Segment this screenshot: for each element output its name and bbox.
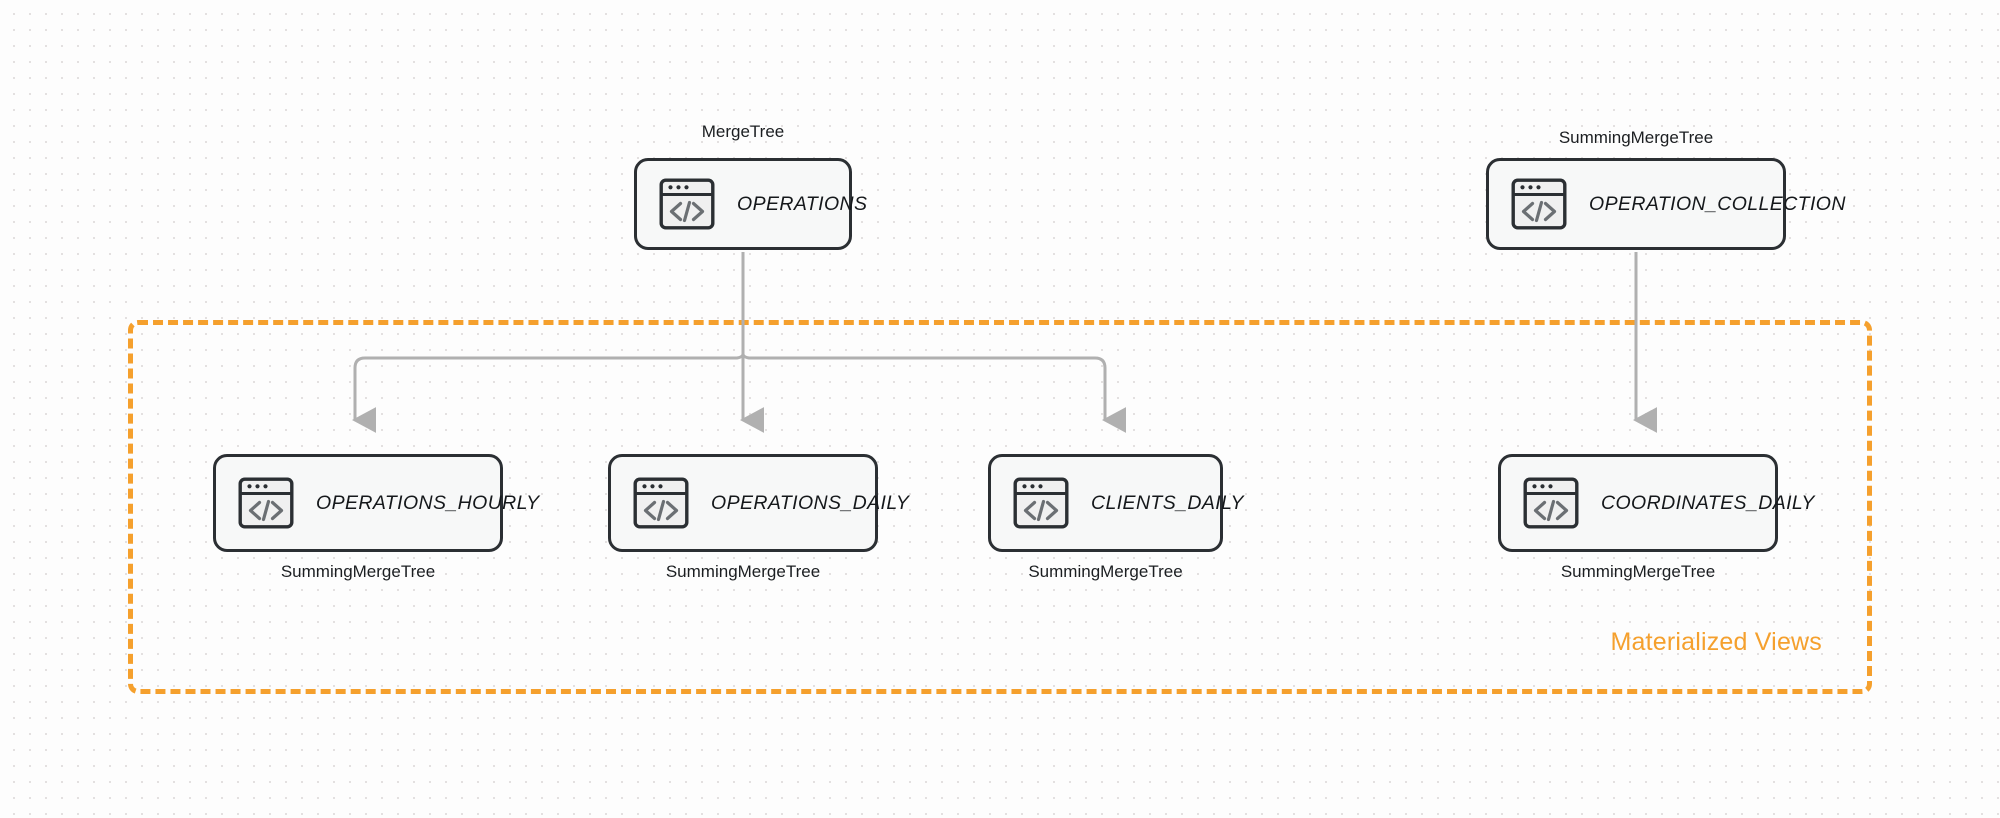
code-window-icon bbox=[238, 477, 294, 529]
node-label-operations: OPERATIONS bbox=[737, 192, 868, 215]
node-operations-daily[interactable]: OPERATIONS_DAILY bbox=[608, 454, 909, 552]
code-window-icon bbox=[659, 178, 715, 230]
code-window-icon bbox=[633, 477, 689, 529]
node-label-operations-daily: OPERATIONS_DAILY bbox=[711, 491, 910, 514]
code-window-icon bbox=[1511, 178, 1567, 230]
node-operation-collection[interactable]: OPERATION_COLLECTION bbox=[1486, 158, 1845, 250]
engine-caption-operation-collection: SummingMergeTree bbox=[1558, 128, 1714, 147]
code-window-icon bbox=[1523, 477, 1579, 529]
engine-caption-operations-daily: SummingMergeTree bbox=[665, 562, 821, 581]
engine-caption-coordinates-daily: SummingMergeTree bbox=[1560, 562, 1716, 581]
node-coordinates-daily[interactable]: COORDINATES_DAILY bbox=[1498, 454, 1814, 552]
materialized-views-group: Materialized Views bbox=[128, 320, 1872, 694]
engine-caption-operations-hourly: SummingMergeTree bbox=[280, 562, 436, 581]
node-operations[interactable]: OPERATIONS bbox=[634, 158, 867, 250]
node-label-clients-daily: CLIENTS_DAILY bbox=[1091, 491, 1244, 514]
node-label-operations-hourly: OPERATIONS_HOURLY bbox=[316, 491, 540, 514]
engine-caption-operations: MergeTree bbox=[701, 122, 785, 141]
materialized-views-group-label: Materialized Views bbox=[1610, 628, 1822, 656]
engine-caption-clients-daily: SummingMergeTree bbox=[1028, 562, 1183, 581]
node-label-operation-collection: OPERATION_COLLECTION bbox=[1589, 192, 1846, 215]
node-label-coordinates-daily: COORDINATES_DAILY bbox=[1601, 491, 1815, 514]
code-window-icon bbox=[1013, 477, 1069, 529]
node-clients-daily[interactable]: CLIENTS_DAILY bbox=[988, 454, 1244, 552]
node-operations-hourly[interactable]: OPERATIONS_HOURLY bbox=[213, 454, 539, 552]
